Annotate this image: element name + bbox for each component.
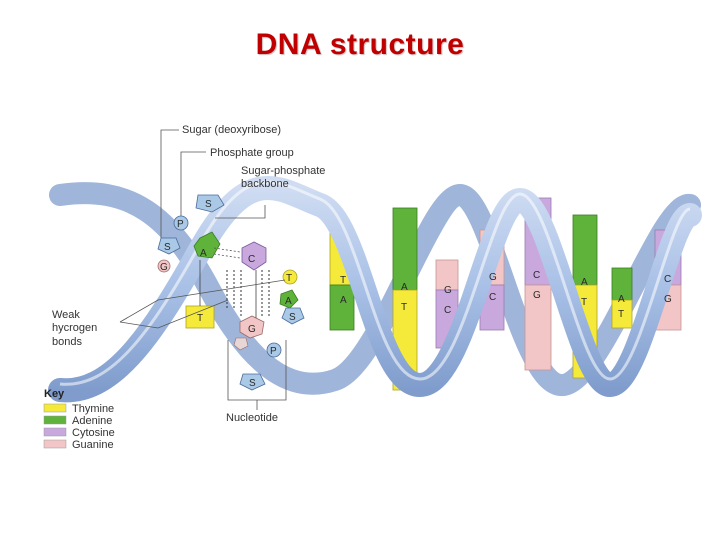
- pair-6-top-label: A: [581, 277, 588, 288]
- pair-7-top-label: A: [618, 294, 625, 305]
- slide-title: DNA structure: [255, 28, 465, 61]
- legend-title: Key: [44, 388, 65, 400]
- guanine-left-shape: [157, 259, 171, 273]
- pair-1-bottom-label: A: [340, 295, 347, 306]
- base-pair-rung-7-bottom: [611, 299, 633, 329]
- legend-swatch-guanine: [43, 439, 67, 449]
- base-pair-labels: T A A T G C G C C G A T A T C G: [340, 270, 672, 320]
- legend-label-guanine: Guanine: [72, 439, 114, 451]
- pair-7-bottom-label: T: [618, 309, 624, 320]
- thymine-label: T: [197, 313, 203, 324]
- nucleotide-detail: S P S G A C T A S T G P S: [157, 194, 305, 391]
- adenine-shape: [193, 231, 221, 259]
- label-weak-line3: bonds: [52, 336, 82, 348]
- pair-2-bottom-label: T: [401, 302, 407, 313]
- sugar-left-shape: [157, 237, 181, 255]
- label-weak-line1: Weak: [52, 309, 80, 321]
- phosphate-bottom-shape: [266, 342, 282, 358]
- cytosine-label: C: [248, 254, 255, 265]
- pair-3-top-label: G: [444, 285, 452, 296]
- guanine-label: G: [248, 324, 256, 335]
- pair-6-bottom-label: T: [581, 297, 587, 308]
- guanine-shape: [239, 315, 265, 339]
- legend-label-thymine: Thymine: [72, 403, 114, 415]
- label-nucleotide: Nucleotide: [226, 412, 278, 424]
- cytosine-shape: [241, 241, 267, 271]
- base-pair-rung-1-bottom: [329, 284, 355, 331]
- legend-swatch-thymine: [43, 403, 67, 413]
- pair-4-top-label: G: [489, 272, 497, 283]
- sugar-top-label: S: [205, 199, 212, 210]
- base-pair-rung-5-bottom: [524, 284, 552, 371]
- adenine-label: A: [200, 248, 207, 259]
- phosphate-top-label: P: [177, 219, 184, 230]
- legend-swatch-cytosine: [43, 427, 67, 437]
- phosphate-bottom-label: P: [270, 346, 277, 357]
- sugar-top-shape: [195, 194, 225, 213]
- label-weak-line2: hycrogen: [52, 322, 97, 334]
- legend-swatch-adenine: [43, 415, 67, 425]
- pair-2-top-label: A: [401, 282, 408, 293]
- sugar-left-label: S: [164, 242, 171, 253]
- adenine-right-shape: [279, 289, 299, 309]
- callout-lines: [119, 129, 287, 410]
- pair-4-bottom-label: C: [489, 292, 496, 303]
- label-sugar: Sugar (deoxyribose): [182, 124, 281, 136]
- legend-label-adenine: Adenine: [72, 415, 112, 427]
- sugar-right-shape: [281, 307, 305, 325]
- label-phosphate: Phosphate group: [210, 147, 294, 159]
- pair-8-top-label: C: [664, 274, 671, 285]
- label-backbone-line2: backbone: [241, 178, 289, 190]
- legend-label-cytosine: Cytosine: [72, 427, 115, 439]
- base-pair-rung-2-top: [392, 207, 418, 291]
- guanine-left-label: G: [160, 262, 168, 273]
- legend: Key Thymine Adenine Cytosine Guanine: [43, 388, 115, 451]
- sugar-bottom-label: S: [249, 378, 256, 389]
- sugar-small-shape: [233, 337, 249, 351]
- base-pair-rung-6-top: [572, 214, 598, 286]
- thymine-right-label: T: [286, 273, 292, 284]
- thymine-right-shape: [282, 269, 298, 285]
- pair-3-bottom-label: C: [444, 305, 451, 316]
- adenine-right-label: A: [285, 296, 292, 307]
- sugar-bottom-shape: [239, 373, 266, 391]
- pair-5-top-label: C: [533, 270, 540, 281]
- pair-5-bottom-label: G: [533, 290, 541, 301]
- pair-8-bottom-label: G: [664, 294, 672, 305]
- sugar-right-label: S: [289, 312, 296, 323]
- pair-1-top-label: T: [340, 275, 346, 286]
- label-backbone-line1: Sugar-phosphate: [241, 165, 325, 177]
